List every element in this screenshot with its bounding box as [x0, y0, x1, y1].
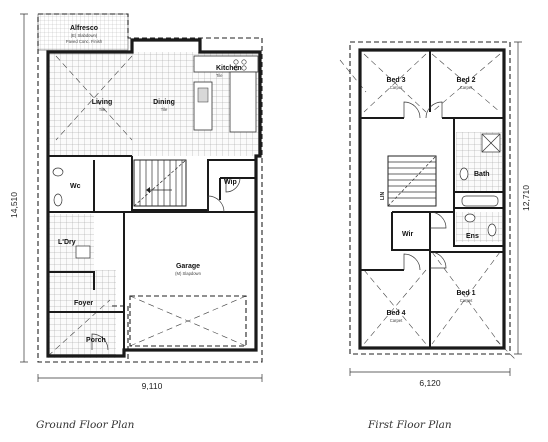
bed4-label: Bed 4	[386, 310, 405, 317]
first-external-walls	[358, 48, 506, 350]
bath-label: Bath	[474, 171, 490, 178]
alfresco-finish-2: Paved Conc. Finish	[66, 39, 103, 44]
wc-label: Wc	[70, 183, 81, 190]
garage-door-outline	[129, 295, 247, 347]
bed4-diagonal-a	[363, 269, 427, 345]
bed3-diagonal-b	[363, 53, 427, 113]
bed1-label: Bed 1	[456, 290, 475, 297]
front-door	[91, 333, 109, 351]
ground-stairs	[133, 159, 187, 207]
foyer-label: Foyer	[74, 300, 93, 307]
garage-label: Garage	[176, 263, 200, 270]
bed1-finish: Carpet	[460, 298, 473, 303]
wir-label: Wir	[402, 231, 413, 238]
porch-roofline	[112, 305, 129, 362]
porch-label: Porch	[86, 337, 106, 344]
porch-diagonal-a	[47, 299, 111, 357]
bath-toilet	[459, 167, 469, 181]
first-dimensions	[349, 41, 522, 376]
bed2-diagonal-b	[431, 53, 501, 113]
first-roofline	[349, 41, 511, 355]
bed4-finish: Carpet	[390, 318, 403, 323]
ground-floor-plan	[20, 13, 263, 382]
bed4-diagonal-b	[363, 269, 427, 345]
lin-label: LIN	[380, 192, 386, 200]
kitchen-joinery	[193, 55, 259, 133]
living-ceiling-diagonal-a	[55, 55, 133, 141]
alfresco-paving	[37, 13, 129, 51]
bed1-door	[429, 251, 447, 269]
laundry-tub	[75, 245, 91, 259]
alfresco-label: Alfresco	[70, 25, 98, 32]
bathtub	[461, 195, 499, 207]
bed3-door	[403, 101, 421, 119]
ensuite-door	[429, 211, 447, 229]
bed2-door	[425, 101, 443, 119]
ground-external-walls	[46, 38, 262, 358]
bed1-diagonal-a	[431, 251, 501, 345]
living-label: Living	[92, 99, 113, 106]
wc-basin	[52, 167, 64, 177]
bed4-door	[403, 253, 421, 271]
wip-door	[225, 177, 241, 193]
laundry-tiles	[48, 214, 94, 272]
bed3-finish: Carpet	[390, 85, 403, 90]
garage-door-diagonal-b	[129, 295, 247, 347]
garage-internal-door	[207, 195, 225, 213]
eave-diagonal-b	[495, 339, 517, 361]
living-ceiling-diagonal-b	[55, 55, 133, 141]
wip-label: Wip	[224, 179, 237, 186]
foyer-tiles	[48, 270, 116, 358]
laundry-label: L'Dry	[58, 239, 76, 246]
first-floor-plan	[339, 41, 522, 376]
first-height-dimension: 12,710	[521, 185, 531, 211]
eave-diagonal-a	[339, 59, 367, 93]
first-floor-title: First Floor Plan	[367, 419, 452, 431]
bed1-diagonal-b	[431, 251, 501, 345]
kitchen-label: Kitchen	[216, 65, 242, 72]
bed2-finish: Carpet	[460, 85, 473, 90]
ground-width-dimension: 9,110	[142, 381, 163, 391]
wc-toilet	[53, 193, 63, 207]
bed3-label: Bed 3	[386, 77, 405, 84]
alfresco-finish-1: (E) Slabdown)	[71, 33, 98, 38]
first-stairs	[387, 155, 437, 207]
ground-roofline	[37, 13, 263, 363]
ground-dimensions	[20, 13, 263, 382]
shower-cross-b	[481, 133, 501, 153]
ground-height-dimension: 14,510	[9, 192, 19, 218]
dining-finish: Tile	[161, 107, 168, 112]
ensuite-basin	[464, 213, 476, 223]
garage-finish: (M) Slapdown	[175, 271, 202, 276]
first-internal-walls	[360, 50, 504, 348]
ensuite-toilet	[487, 223, 497, 237]
ground-floor-title: Ground Floor Plan	[36, 419, 135, 431]
ens-label: Ens	[466, 233, 479, 240]
kitchen-finish: Tile	[216, 73, 223, 78]
living-finish: Tile	[99, 107, 106, 112]
dining-label: Dining	[153, 99, 175, 106]
first-width-dimension: 6,120	[419, 378, 441, 388]
bed2-label: Bed 2	[456, 77, 475, 84]
